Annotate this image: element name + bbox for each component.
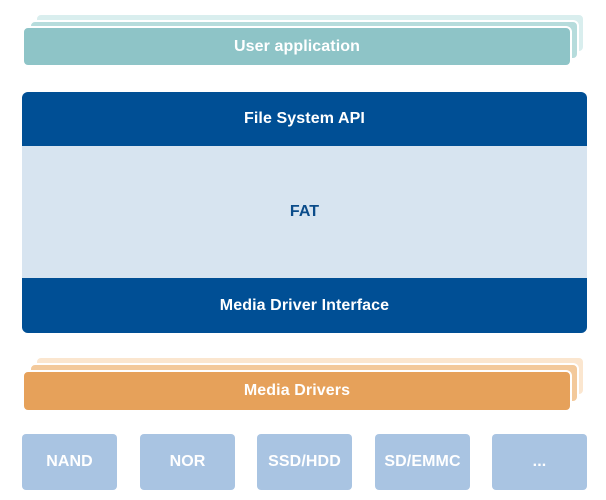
device-label: SD/EMMC — [384, 453, 461, 470]
file-system-core-block: File System API FAT Media Driver Interfa… — [22, 92, 587, 333]
fat-layer: FAT — [22, 146, 587, 278]
device-box-sd-emmc: SD/EMMC — [375, 434, 470, 490]
fat-label: FAT — [289, 203, 320, 220]
device-label: NOR — [169, 453, 206, 470]
device-box-nor: NOR — [140, 434, 235, 490]
file-system-api-layer: File System API — [22, 92, 587, 146]
media-drivers-label: Media Drivers — [243, 382, 351, 399]
user-application-layer: User application — [22, 26, 572, 67]
user-application-label: User application — [233, 37, 361, 55]
device-box-ssd-hdd: SSD/HDD — [257, 434, 352, 490]
device-box-nand: NAND — [22, 434, 117, 490]
media-driver-interface-label: Media Driver Interface — [219, 296, 390, 314]
device-label: NAND — [46, 453, 93, 470]
device-label: ... — [532, 453, 547, 470]
media-driver-interface-layer: Media Driver Interface — [22, 278, 587, 333]
device-label: SSD/HDD — [268, 453, 341, 470]
media-drivers-layer: Media Drivers — [22, 370, 572, 412]
device-box-more: ... — [492, 434, 587, 490]
file-system-api-label: File System API — [244, 110, 365, 127]
